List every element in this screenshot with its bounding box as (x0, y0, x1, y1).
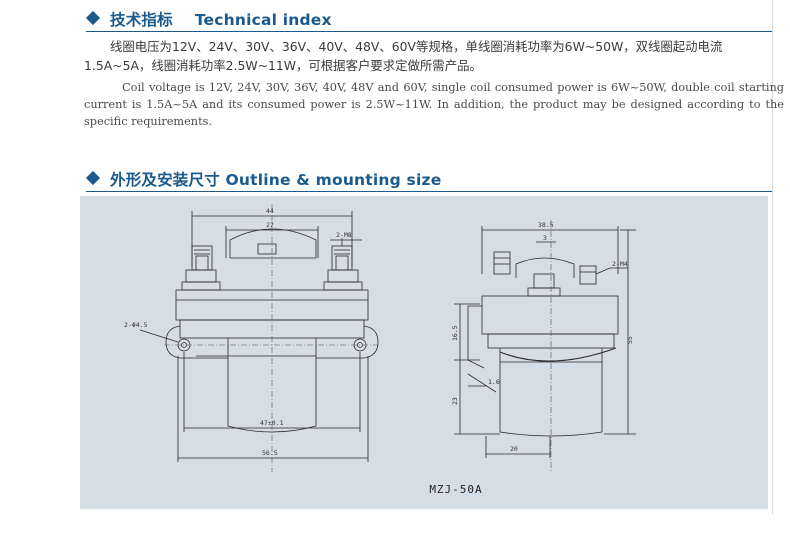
side-dim-upper: 16.5 (451, 325, 459, 341)
technical-index-paragraph-zh: 线圈电压为12V、24V、30V、36V、40V、48V、60V等规格，单线圈消… (84, 37, 770, 75)
heading-title-en: Technical index (194, 11, 332, 29)
page-right-border (772, 0, 773, 514)
model-label: MZJ-50A (429, 483, 483, 496)
front-dim-top: 44 (266, 207, 274, 215)
paragraph-en-text: Coil voltage is 12V, 24V, 30V, 36V, 40V,… (84, 81, 784, 128)
side-dim-lower: 23 (451, 397, 459, 405)
side-dim-flange: 1.6 (488, 378, 500, 386)
side-dim-base: 20 (510, 445, 518, 453)
side-dim-top: 38.5 (538, 221, 554, 229)
heading-title: 外形及安装尺寸 Outline & mounting size (110, 168, 441, 190)
heading-title-zh: 外形及安装尺寸 (110, 171, 220, 189)
front-dim-holes: 2-Φ4.5 (124, 321, 148, 329)
side-dim-thread: 2-M4 (612, 260, 628, 268)
technical-index-paragraph-en: Coil voltage is 12V, 24V, 30V, 36V, 40V,… (84, 79, 784, 130)
heading-underline (86, 191, 772, 192)
front-dim-width: 56.5 (262, 449, 278, 457)
heading-title-zh: 技术指标 (110, 11, 173, 29)
front-view (139, 211, 379, 462)
front-dim-inner: 27 (266, 221, 274, 229)
outline-drawing-panel: 44 27 2-M8 2-Φ4.5 47±0.1 56.5 38.5 3 2-M… (80, 196, 768, 509)
heading-title: 技术指标 Technical index (110, 8, 332, 30)
paragraph-zh-text: 线圈电压为12V、24V、30V、36V、40V、48V、60V等规格，单线圈消… (84, 39, 723, 73)
side-dim-height: 55 (626, 336, 634, 344)
diamond-bullet-icon (85, 170, 101, 186)
outline-heading: 外形及安装尺寸 Outline & mounting size (85, 164, 772, 192)
diamond-bullet-icon (85, 10, 101, 26)
heading-underline (86, 31, 772, 32)
technical-drawing: 44 27 2-M8 2-Φ4.5 47±0.1 56.5 38.5 3 2-M… (124, 204, 636, 472)
heading-title-en: Outline & mounting size (225, 171, 442, 189)
technical-index-heading: 技术指标 Technical index (85, 4, 772, 32)
side-view (454, 226, 636, 458)
side-dim-small: 3 (543, 234, 547, 242)
front-dim-hole-pitch: 47±0.1 (260, 419, 284, 427)
front-dim-thread: 2-M8 (336, 231, 352, 239)
